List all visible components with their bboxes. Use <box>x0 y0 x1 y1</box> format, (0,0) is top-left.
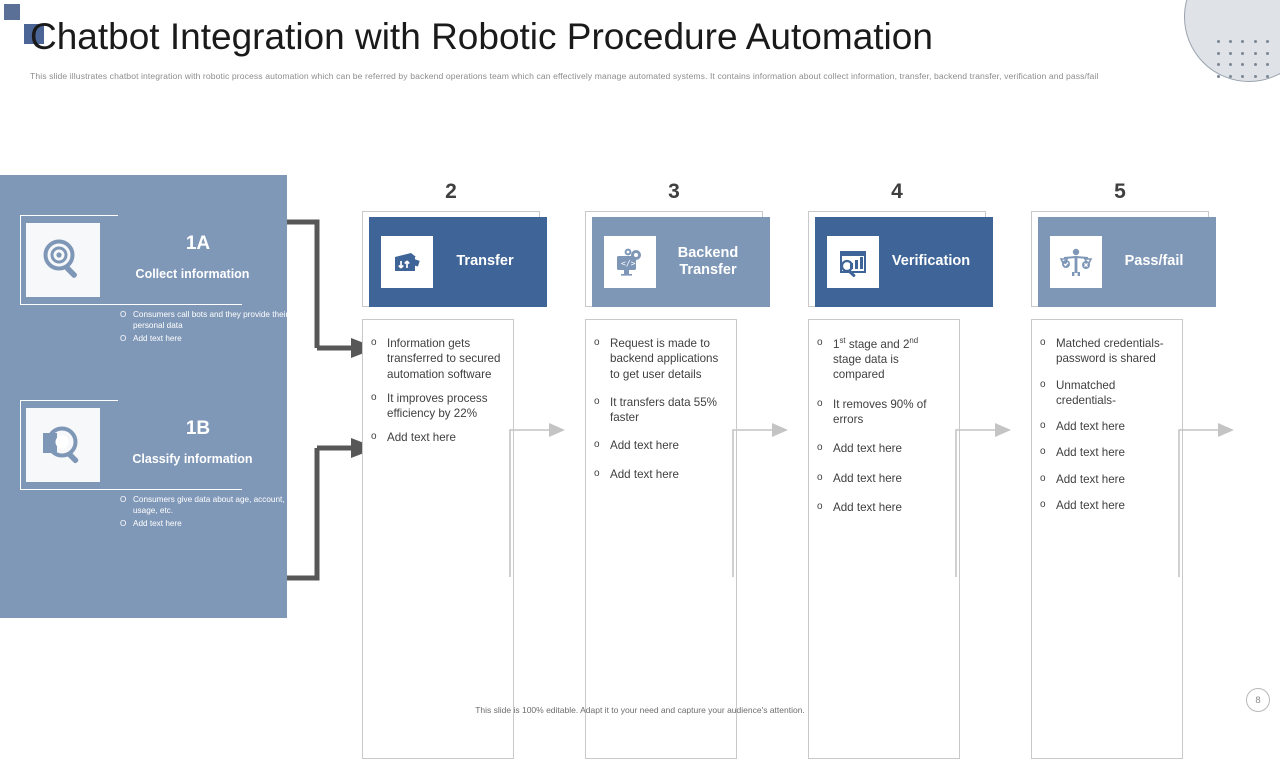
list-item: o Matched credentials-password is shared <box>1040 337 1164 366</box>
list-item: o Request is made to backend application… <box>594 337 719 381</box>
bullet-circle-icon: o <box>817 500 823 512</box>
stage-bullets-1b: O Consumers give data about age, account… <box>120 494 310 530</box>
corner-square-large <box>24 24 44 44</box>
step-number-3: 3 <box>668 180 680 203</box>
page-number-badge: 8 <box>1246 688 1270 712</box>
bullet-circle-icon: o <box>1040 337 1046 348</box>
bracket-frame: 1B Classify information <box>20 400 270 490</box>
stage-number-1a: 1A <box>185 233 211 254</box>
step-header-5[interactable]: Pass/fail <box>1038 217 1216 307</box>
stage-number-1b: 1B <box>185 418 211 439</box>
bullet-circle-icon: o <box>594 337 600 348</box>
list-item: o It improves process efficiency by 22% <box>371 391 488 421</box>
decorative-dot-grid <box>1212 36 1274 82</box>
step-body-2: o Information gets transferred to secure… <box>362 319 514 759</box>
bullet-circle-icon: o <box>817 397 823 409</box>
column-connector-4-5 <box>955 423 1011 577</box>
step-label-4: Verification <box>891 253 971 270</box>
list-item: o Add text here <box>594 439 679 453</box>
footer-note: This slide is 100% editable. Adapt it to… <box>475 705 805 715</box>
list-item: o Add text here <box>817 442 902 456</box>
list-item: o Add text here <box>1040 499 1125 513</box>
bullet-circle-icon: o <box>1040 420 1046 432</box>
list-item: o Add text here <box>817 500 902 514</box>
bullet-circle-icon: o <box>371 337 377 348</box>
bullet-circle-icon: O <box>120 310 127 319</box>
list-item: o Add text here <box>817 471 902 485</box>
bullet-circle-icon: o <box>371 391 377 403</box>
bullet-circle-icon: o <box>1040 499 1046 511</box>
wallet-transfer-icon <box>381 236 433 288</box>
list-item: o It transfers data 55% faster <box>594 395 717 425</box>
page-subtitle: This slide illustrates chatbot integrati… <box>30 71 1099 81</box>
bullet-circle-icon: o <box>594 395 600 407</box>
step-number-5: 5 <box>1114 180 1126 203</box>
step-body-4: o 1st stage and 2nd stage data is compar… <box>808 319 960 759</box>
bullet-circle-icon: o <box>594 467 600 479</box>
bullet-circle-icon: o <box>1040 446 1046 458</box>
magnifier-search-icon <box>26 223 100 297</box>
list-item: o Add text here <box>1040 472 1125 486</box>
stage-bullets-1a: O Consumers call bots and they provide t… <box>120 309 310 345</box>
step-body-5: o Matched credentials-password is shared… <box>1031 319 1183 759</box>
stage-label-1a: Collect information <box>135 267 250 281</box>
monitor-gears-code-icon: </> <box>604 236 656 288</box>
list-item: o Add text here <box>1040 446 1125 460</box>
bullet-circle-icon: o <box>817 337 823 348</box>
corner-square-small <box>4 4 20 20</box>
step-header-3[interactable]: </> Backend Transfer <box>592 217 770 307</box>
step-body-3: o Request is made to backend application… <box>585 319 737 759</box>
list-item: O Add text here <box>120 333 182 343</box>
bullet-circle-icon: o <box>817 442 823 454</box>
list-item: o It removes 90% of errors <box>817 397 927 427</box>
bullet-circle-icon: O <box>120 333 127 343</box>
bullet-circle-icon: o <box>1040 378 1046 390</box>
list-item: O Add text here <box>120 518 182 528</box>
page-title: Chatbot Integration with Robotic Procedu… <box>30 16 933 57</box>
step-header-4[interactable]: Verification <box>815 217 993 307</box>
list-item: o Add text here <box>594 467 679 481</box>
column-connector-2-3 <box>509 423 565 577</box>
step-number-4: 4 <box>891 180 903 203</box>
bracket-frame: 1A Collect information <box>20 215 270 305</box>
list-item: o Information gets transferred to secure… <box>371 337 501 381</box>
chart-magnifier-icon <box>827 236 879 288</box>
stage-card-1b[interactable]: 1B Classify information O Consumers give… <box>20 400 285 528</box>
magnifier-folder-icon <box>26 408 100 482</box>
stage-card-1a[interactable]: 1A Collect information O Consumers call … <box>20 215 288 343</box>
column-connector-3-4 <box>732 423 788 577</box>
step-label-5: Pass/fail <box>1124 253 1184 270</box>
step-header-2[interactable]: Transfer <box>369 217 547 307</box>
svg-text:</>: </> <box>621 259 636 268</box>
list-item: o Unmatched credentials- <box>1040 378 1116 407</box>
bullet-circle-icon: o <box>817 471 823 483</box>
stage-label-1b: Classify information <box>132 452 253 466</box>
list-item: O Consumers give data about age, account… <box>120 495 285 516</box>
step-label-3: Backend Transfer <box>677 244 739 278</box>
left-stage-panel: 1A Collect information O Consumers call … <box>0 175 288 618</box>
bullet-circle-icon: o <box>594 439 600 451</box>
bullet-circle-icon: O <box>120 518 127 528</box>
list-item: o Add text here <box>371 431 456 445</box>
list-item: O Consumers call bots and they provide t… <box>120 310 289 331</box>
bullet-circle-icon: o <box>371 431 377 443</box>
ordinal-text: 1st stage and 2nd stage data is compared <box>833 336 919 382</box>
balance-scales-person-icon <box>1050 236 1102 288</box>
bullet-circle-icon: o <box>1040 472 1046 484</box>
bullet-circle-icon: O <box>120 495 127 504</box>
step-label-2: Transfer <box>456 253 514 270</box>
column-connector-5-end <box>1178 423 1234 577</box>
step-number-2: 2 <box>445 180 457 203</box>
list-item: o Add text here <box>1040 420 1125 434</box>
list-item: o 1st stage and 2nd stage data is compar… <box>817 336 949 383</box>
